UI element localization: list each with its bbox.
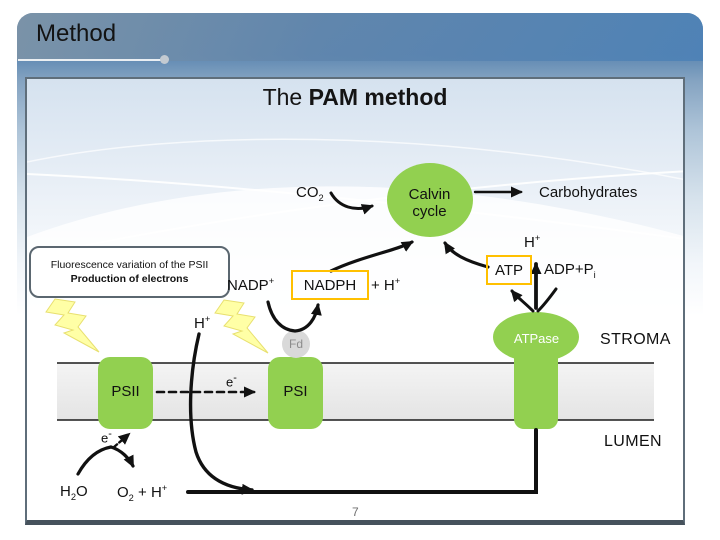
atpase-stem-shape bbox=[514, 340, 558, 429]
hplus-to-lumen-arrow bbox=[188, 332, 254, 495]
nadph-to-calvin-arrow bbox=[329, 240, 414, 273]
atpase-head-shape bbox=[493, 312, 579, 362]
lightning-bolt-icon bbox=[45, 298, 100, 353]
fluorescence-box: Fluorescence variation of the PSII Produ… bbox=[29, 246, 230, 298]
fluorescence-line2: Production of electrons bbox=[70, 273, 189, 285]
nadph-highlight-box: NADPH bbox=[291, 270, 369, 300]
psii-shape bbox=[98, 357, 153, 429]
header-band bbox=[17, 13, 703, 61]
co2-to-calvin-arrow bbox=[329, 191, 374, 215]
plus-h-label: + H+ bbox=[371, 276, 401, 294]
lightning-bolt-icon bbox=[214, 299, 269, 354]
h2o-to-o2-arrow bbox=[109, 445, 135, 468]
calvin-cycle-shape bbox=[387, 163, 473, 237]
adp-pi-label: ADP+Pi bbox=[544, 261, 596, 280]
h2o-electron-arrow bbox=[112, 432, 131, 449]
fd-to-nadph-arrow bbox=[266, 300, 322, 333]
electron-label-h2o: e- bbox=[101, 428, 112, 446]
page-number: 7 bbox=[352, 505, 359, 519]
psi-shape bbox=[268, 357, 323, 429]
fd-label: Fd bbox=[288, 337, 303, 351]
diagram-arrows bbox=[76, 186, 558, 495]
atp-label: ATP bbox=[494, 261, 524, 279]
slide-title: The PAM method bbox=[25, 84, 685, 111]
nadp-label: NADP+ bbox=[227, 276, 275, 294]
header-underline-dot bbox=[160, 55, 169, 64]
header-underline bbox=[18, 59, 164, 61]
fluorescence-line1: Fluorescence variation of the PSII bbox=[50, 259, 209, 271]
atp-to-calvin-arrow bbox=[443, 241, 490, 269]
lumen-label: LUMEN bbox=[604, 433, 663, 450]
psii-label: PSII bbox=[111, 383, 140, 400]
slide-title-prefix: The bbox=[262, 84, 309, 110]
co2-label: CO2 bbox=[296, 184, 324, 203]
h-plus-label-stroma: H+ bbox=[524, 233, 541, 251]
stroma-label: STROMA bbox=[600, 331, 671, 348]
psi-label: PSI bbox=[283, 383, 308, 400]
electron-label-mid: e- bbox=[226, 372, 237, 390]
h2o-split-path bbox=[76, 445, 113, 476]
header-title: Method bbox=[36, 20, 117, 47]
atpase-to-atp-arrow bbox=[510, 289, 535, 313]
carbohydrates-label: Carbohydrates bbox=[539, 184, 638, 201]
lumen-hplus-path bbox=[186, 428, 538, 494]
slide-title-emphasis: PAM method bbox=[308, 84, 448, 110]
h2o-label: H2O bbox=[60, 483, 88, 502]
atpase-label: ATPase bbox=[513, 331, 560, 346]
atp-highlight-box: ATP bbox=[486, 255, 532, 285]
o2-hplus-label: O2 + H+ bbox=[117, 483, 168, 503]
h-plus-label-mid: H+ bbox=[194, 314, 211, 332]
fd-circle bbox=[282, 330, 310, 358]
nadph-label: NADPH bbox=[303, 276, 357, 294]
adp-to-atpase-path bbox=[536, 287, 558, 313]
